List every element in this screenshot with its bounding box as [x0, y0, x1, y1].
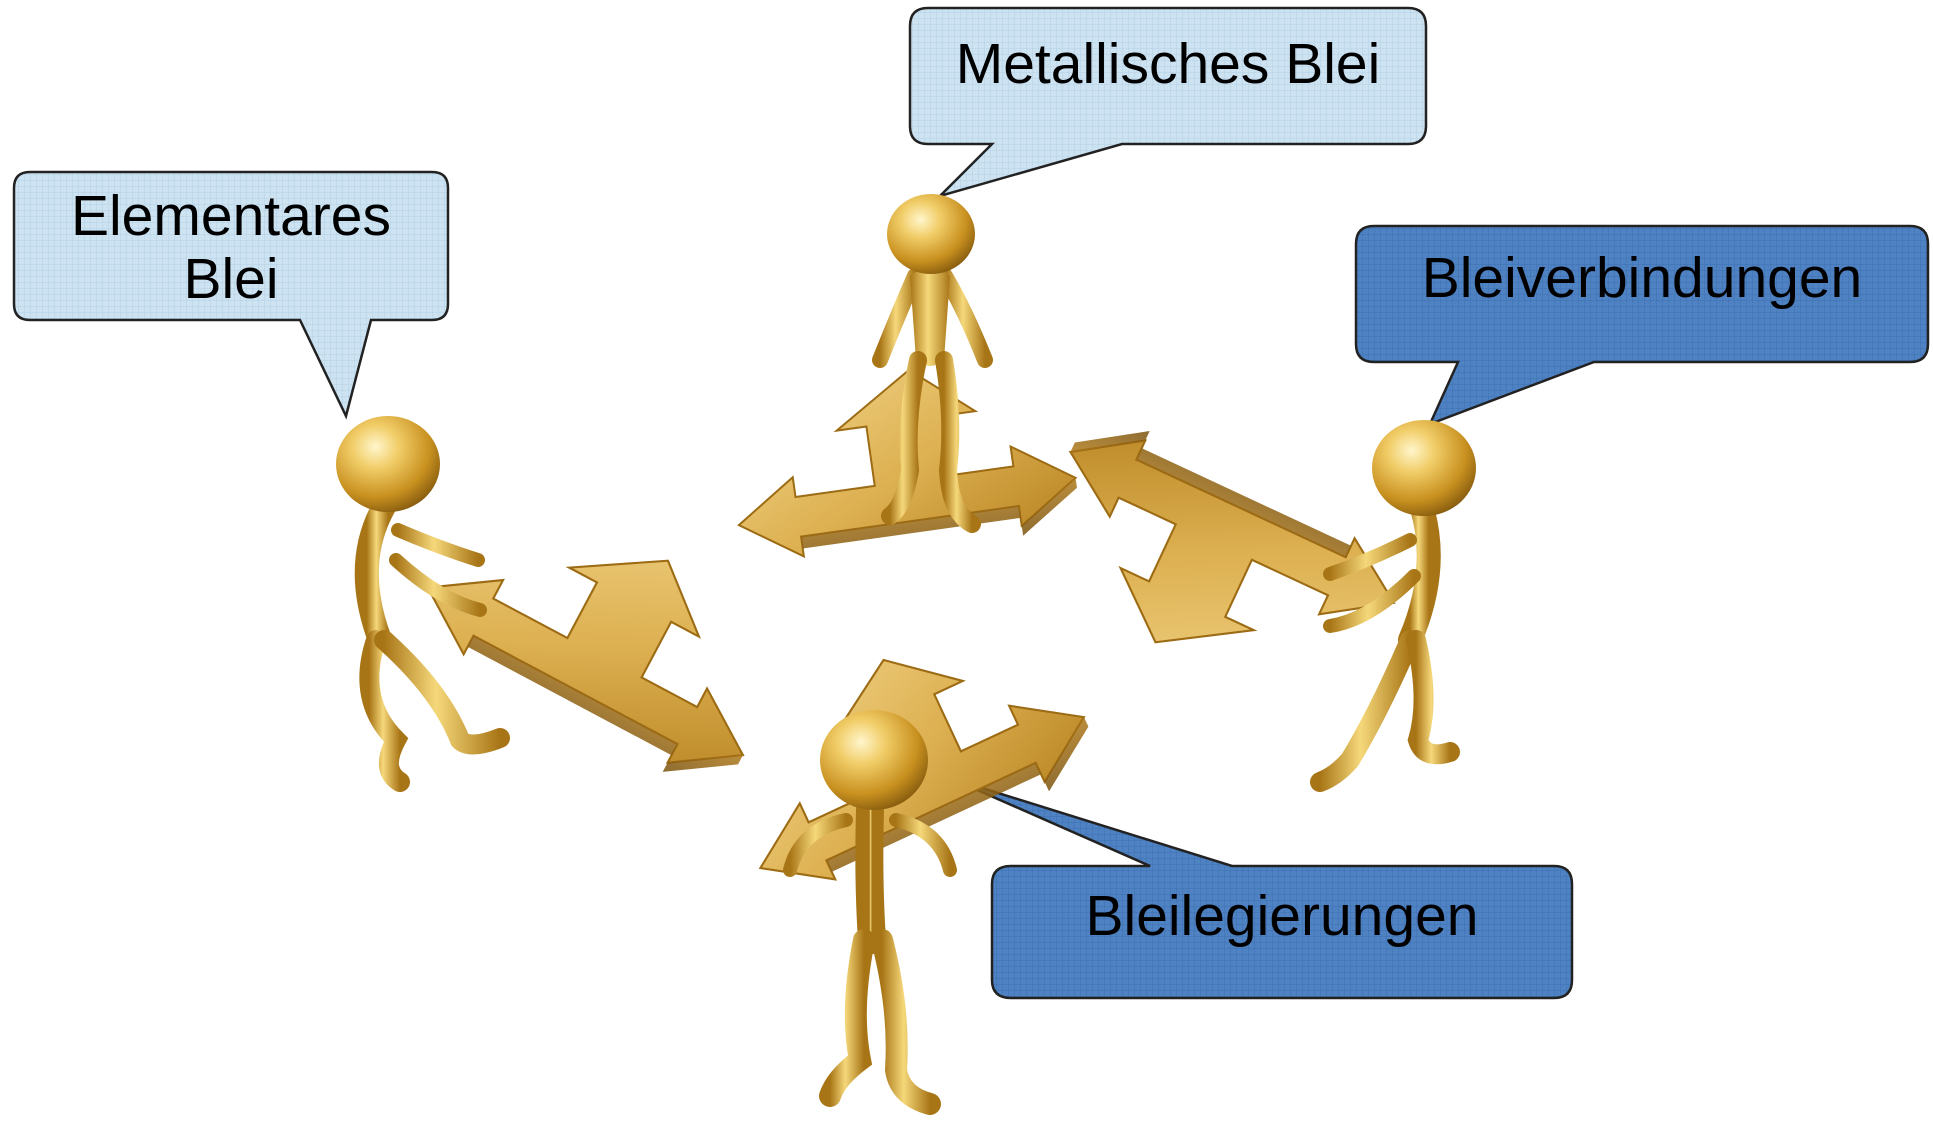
gold-figure-left — [336, 416, 510, 792]
label-alloys: Bleilegierungen — [1085, 883, 1479, 948]
callout-alloys — [949, 776, 1574, 1000]
gold-figure-bottom — [783, 710, 957, 1115]
gold-figure-top — [872, 194, 993, 533]
callout-compounds — [1354, 224, 1930, 427]
label-compounds: Bleiverbindungen — [1421, 245, 1863, 310]
label-elementary: Elementares Blei — [71, 184, 391, 311]
gold-figure-right — [1310, 420, 1476, 792]
label-metallic: Metallisches Blei — [955, 31, 1381, 96]
callout-elementary — [12, 170, 450, 420]
callout-metallic — [908, 6, 1428, 199]
